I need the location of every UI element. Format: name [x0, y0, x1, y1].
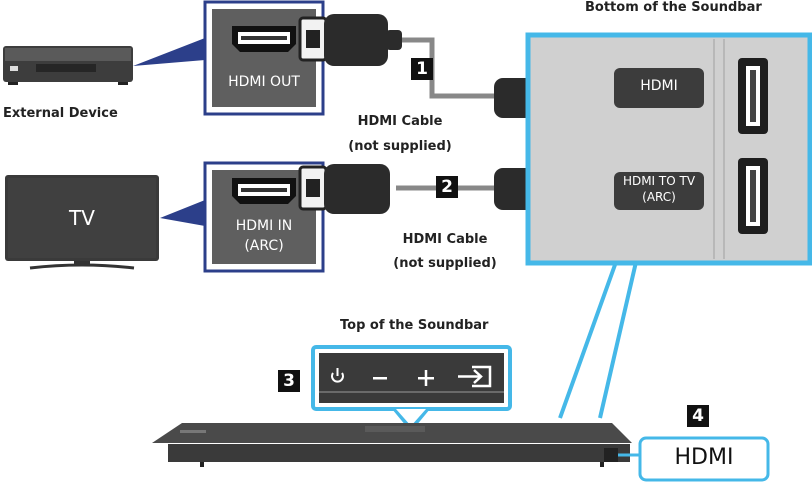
- soundbar-bottom-panel: [525, 32, 812, 266]
- soundbar-hdmi-to-tv-label-line1: HDMI TO TV: [622, 174, 696, 188]
- marker-1-box: [411, 58, 433, 80]
- callout-line-right: [598, 261, 638, 419]
- soundbar-hdmi-to-tv-label-line2: (ARC): [642, 190, 676, 204]
- soundbar-hdmi-port-label: HDMI: [640, 78, 678, 94]
- volume-down-icon: [373, 377, 387, 380]
- external-callout-pointer: [133, 38, 205, 66]
- hdmi-label-box: [638, 436, 770, 482]
- soundbar-top-title: Top of the Soundbar: [340, 318, 489, 333]
- hdmi-in-port-label-line1: HDMI IN: [235, 218, 293, 234]
- cable-top-label-line2: (not supplied): [348, 139, 452, 154]
- cable-top-label-line1: HDMI Cable: [357, 114, 443, 129]
- callout-line-left: [558, 261, 618, 419]
- tv-icon: [5, 175, 159, 270]
- soundbar-icon: [152, 423, 632, 467]
- tv-screen-label: TV: [69, 206, 95, 230]
- soundbar-bottom-title: Bottom of the Soundbar: [585, 0, 762, 15]
- marker-1: 1: [416, 59, 428, 79]
- volume-up-icon: [418, 370, 434, 386]
- marker-2-box: [436, 176, 458, 198]
- external-device-label: External Device: [3, 106, 118, 121]
- hdmi-button-label: HDMI: [674, 445, 734, 470]
- source-input-icon: [458, 365, 492, 388]
- hdmi-in-port-label-line2: (ARC): [244, 238, 284, 254]
- marker-3: 3: [283, 371, 295, 391]
- marker-4-box: [687, 405, 709, 427]
- soundbar-top-callout: [311, 345, 512, 432]
- power-icon: [331, 368, 344, 383]
- marker-3-box: [278, 370, 300, 392]
- marker-4: 4: [692, 406, 704, 426]
- cable-bottom-label-line2: (not supplied): [393, 256, 497, 271]
- marker-2: 2: [441, 177, 453, 197]
- cable-bottom-label-line1: HDMI Cable: [402, 232, 488, 247]
- tv-callout-pointer: [160, 200, 205, 226]
- hdmi-out-port-label: HDMI OUT: [228, 74, 300, 90]
- external-device-icon: [3, 46, 133, 85]
